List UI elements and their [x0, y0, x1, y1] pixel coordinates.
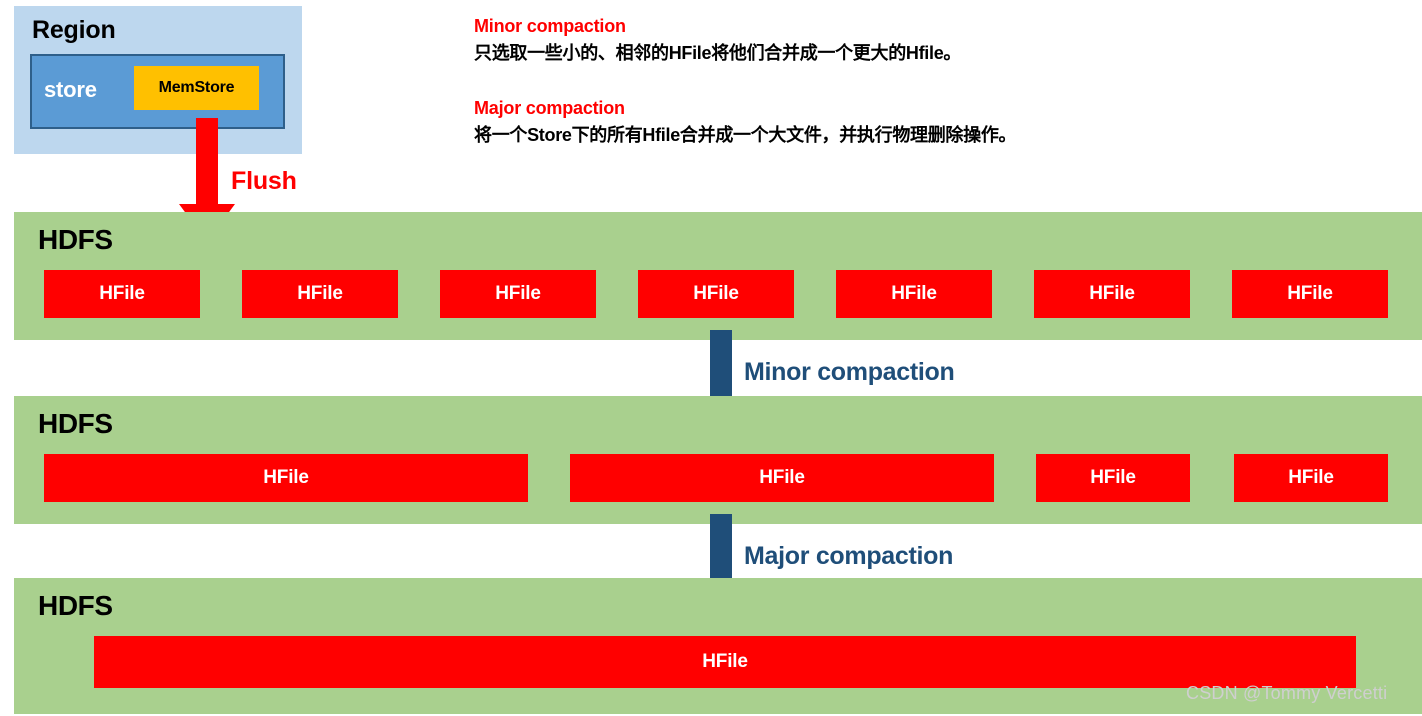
- hfile-label: HFile: [1090, 467, 1136, 488]
- hfile-box: HFile: [440, 270, 596, 318]
- hdfs-label: HDFS: [38, 408, 113, 439]
- hfile-label: HFile: [297, 283, 343, 304]
- hdfs-band-2: HDFS HFile HFile HFile HFile: [14, 396, 1422, 524]
- region-title: Region: [32, 16, 116, 44]
- flush-label: Flush: [231, 167, 297, 195]
- memstore-box: MemStore: [134, 66, 259, 110]
- annotation-minor-compaction: Minor compaction 只选取一些小的、相邻的HFile将他们合并成一…: [474, 16, 961, 65]
- hfile-box: HFile: [44, 270, 200, 318]
- annotation-minor-body: 只选取一些小的、相邻的HFile将他们合并成一个更大的Hfile。: [474, 43, 962, 63]
- annotation-minor-heading: Minor compaction: [474, 16, 626, 36]
- hfile-label: HFile: [759, 467, 805, 488]
- hfile-label: HFile: [891, 283, 937, 304]
- hfile-label: HFile: [702, 651, 748, 672]
- hfile-box: HFile: [570, 454, 994, 502]
- hfile-box: HFile: [94, 636, 1356, 688]
- minor-compaction-label: Minor compaction: [744, 358, 955, 386]
- annotation-major-body: 将一个Store下的所有Hfile合并成一个大文件，并执行物理删除操作。: [474, 125, 1017, 145]
- hfile-box: HFile: [44, 454, 528, 502]
- hfile-label: HFile: [495, 283, 541, 304]
- hfile-label: HFile: [1089, 283, 1135, 304]
- store-label: store: [44, 77, 97, 102]
- hfile-label: HFile: [1288, 467, 1334, 488]
- hfile-label: HFile: [99, 283, 145, 304]
- hfile-box: HFile: [1036, 454, 1190, 502]
- hfile-box: HFile: [1034, 270, 1190, 318]
- hfile-label: HFile: [693, 283, 739, 304]
- flush-arrow-icon: [177, 118, 237, 242]
- hdfs-band-1: HDFS HFile HFile HFile HFile HFile HFile…: [14, 212, 1422, 340]
- hfile-box: HFile: [638, 270, 794, 318]
- hfile-box: HFile: [836, 270, 992, 318]
- annotation-major-heading: Major compaction: [474, 98, 625, 118]
- hfile-box: HFile: [242, 270, 398, 318]
- hfile-label: HFile: [1287, 283, 1333, 304]
- major-compaction-label: Major compaction: [744, 542, 954, 570]
- hfile-box: HFile: [1232, 270, 1388, 318]
- hdfs-label: HDFS: [38, 224, 113, 255]
- hfile-box: HFile: [1234, 454, 1388, 502]
- hfile-label: HFile: [263, 467, 309, 488]
- hdfs-label: HDFS: [38, 590, 113, 621]
- watermark: CSDN @Tommy Vercetti: [1186, 683, 1388, 703]
- annotation-major-compaction: Major compaction 将一个Store下的所有Hfile合并成一个大…: [474, 98, 1017, 147]
- memstore-label: MemStore: [158, 79, 235, 96]
- hdfs-band-3: HDFS HFile: [14, 578, 1422, 714]
